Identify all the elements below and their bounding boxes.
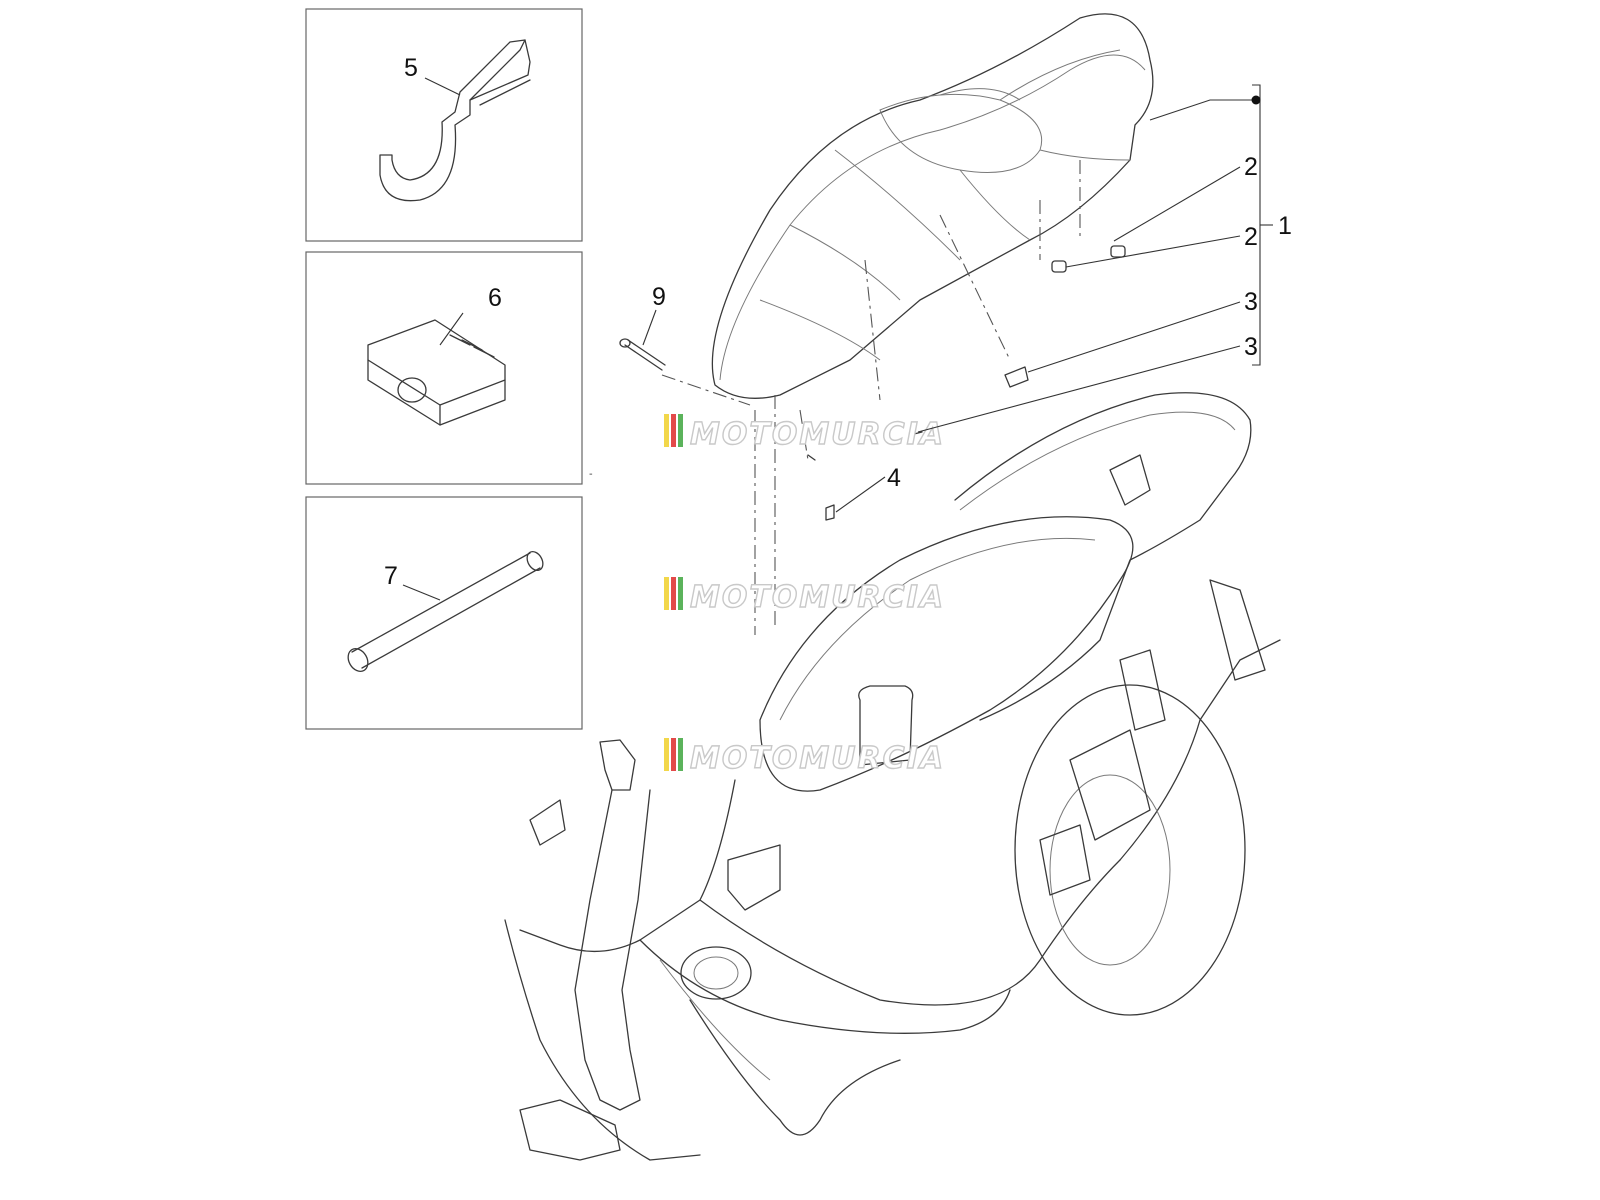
callout-6: 6 (488, 284, 502, 312)
callout-1: 1 (1278, 212, 1292, 240)
callout-7: 7 (384, 562, 398, 590)
callout-3-lower: 3 (1244, 333, 1258, 361)
callout-4: 4 (887, 464, 901, 492)
watermark-3: MOTOMURCIA (664, 738, 945, 777)
callout-3-upper: 3 (1244, 288, 1258, 316)
watermark-1: MOTOMURCIA (664, 414, 945, 453)
seat-drawing (711, 13, 1154, 399)
hardware-parts (619, 245, 1126, 521)
inset-box-tool-5 (305, 8, 583, 242)
scooter-drawing (504, 392, 1281, 1161)
watermark-text: MOTOMURCIA (690, 417, 945, 452)
inset-box-tool-6 (305, 251, 583, 485)
watermark-2: MOTOMURCIA (664, 577, 945, 616)
callout-5: 5 (404, 54, 418, 82)
inset-box-tool-7 (305, 496, 583, 730)
callout-2-upper: 2 (1244, 153, 1258, 181)
group-marker-dot (1251, 95, 1261, 105)
callout-9: 9 (652, 283, 666, 311)
stray-mark: - (589, 469, 593, 480)
leader-lines (402, 77, 1273, 601)
callout-2-lower: 2 (1244, 223, 1258, 251)
assembly-lines (661, 160, 1081, 635)
watermark-text: MOTOMURCIA (690, 741, 945, 776)
watermark-text: MOTOMURCIA (690, 580, 945, 615)
